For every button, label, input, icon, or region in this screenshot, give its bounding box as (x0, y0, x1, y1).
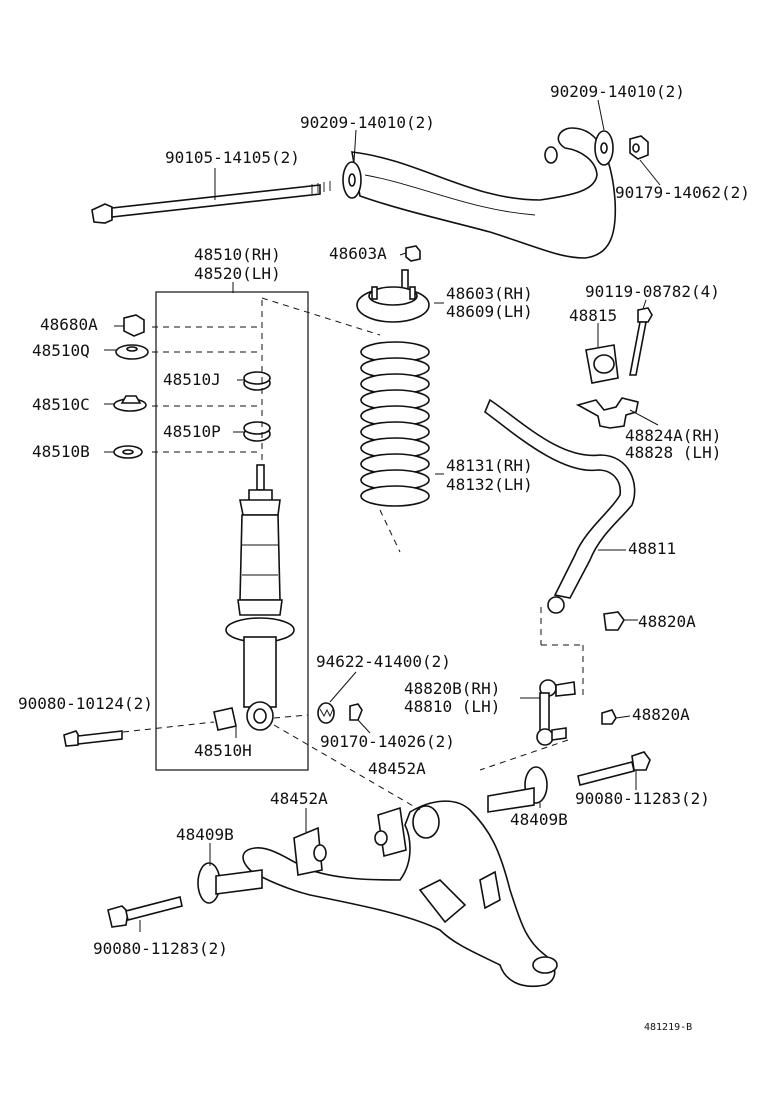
label-48131-rh: 48131(RH) (446, 456, 533, 475)
label-90209-14010-right: 90209-14010(2) (550, 82, 685, 101)
label-48680a: 48680A (40, 315, 98, 334)
label-48510h: 48510H (194, 741, 252, 760)
bushing-48452a-left (293, 826, 327, 876)
bolt-90080-11283-lower (107, 896, 183, 928)
upper-arm-nut (629, 135, 649, 160)
label-90170-14026: 90170-14026(2) (320, 732, 455, 751)
label-48811: 48811 (628, 539, 676, 558)
retainer-48510c (113, 395, 147, 412)
label-48510c: 48510C (32, 395, 90, 414)
label-48815: 48815 (569, 306, 617, 325)
label-48810-lh: 48810 (LH) (404, 697, 500, 716)
label-48603a: 48603A (329, 244, 387, 263)
washer-48510b (113, 445, 143, 459)
upper-arm-washer-right (594, 130, 614, 166)
upper-spring-seat (356, 269, 430, 323)
label-48824a-rh: 48824A(RH) (625, 426, 721, 445)
mount-nut-48603a (405, 245, 421, 262)
shock-absorber (225, 464, 295, 731)
labels: 90209-14010(2) 90209-14010(2) 90105-1410… (18, 82, 750, 1033)
label-48452a-right: 48452A (368, 759, 426, 778)
label-90080-11283-right: 90080-11283(2) (575, 789, 710, 808)
upper-arm-bolt (91, 181, 331, 224)
label-48510j: 48510J (163, 370, 221, 389)
label-94622-41400: 94622-41400(2) (316, 652, 451, 671)
stabilizer-link (536, 679, 576, 746)
stabilizer-bar (484, 398, 636, 614)
washer-94622 (317, 702, 335, 724)
washer-48510q (115, 344, 149, 360)
label-90080-10124: 90080-10124(2) (18, 694, 153, 713)
label-48603-rh: 48603(RH) (446, 284, 533, 303)
diagram-reference-code: 481219-B (644, 1022, 692, 1033)
upper-arm-washer-left (342, 161, 362, 199)
bolt-90119 (629, 307, 653, 376)
bolt-90080-10124 (63, 730, 123, 747)
leader-lines (104, 99, 661, 932)
bushing-48820a-lower (601, 709, 617, 725)
bracket-48824a (575, 397, 639, 429)
shock-assembly-frame (155, 291, 309, 771)
nut-48680a (123, 314, 145, 337)
label-48820a-lower: 48820A (632, 705, 690, 724)
label-48510q: 48510Q (32, 341, 90, 360)
cam-48409b-left (197, 862, 263, 904)
cushion-48510p (243, 421, 271, 442)
guide-lines (122, 297, 401, 733)
coil-spring (360, 341, 430, 507)
label-48510p: 48510P (163, 422, 221, 441)
label-48452a-left: 48452A (270, 789, 328, 808)
bolt-90080-11283-right (577, 751, 651, 786)
nut-90170 (349, 703, 363, 721)
bushing-48452a-right (374, 806, 407, 858)
upper-control-arm (351, 127, 617, 259)
label-48828-lh: 48828 (LH) (625, 443, 721, 462)
cushion-48510j (243, 371, 271, 391)
label-48520-lh: 48520(LH) (194, 264, 281, 283)
label-48510-rh: 48510(RH) (194, 245, 281, 264)
label-48132-lh: 48132(LH) (446, 475, 533, 494)
label-90080-11283-lower: 90080-11283(2) (93, 939, 228, 958)
label-48409b-right: 48409B (510, 810, 568, 829)
label-48609-lh: 48609(LH) (446, 302, 533, 321)
label-48409b-left: 48409B (176, 825, 234, 844)
bushing-48510h (213, 707, 237, 731)
label-90209-14010-left: 90209-14010(2) (300, 113, 435, 132)
label-90179-14062: 90179-14062(2) (615, 183, 750, 202)
label-48510b: 48510B (32, 442, 90, 461)
bushing-48815 (585, 344, 619, 384)
cam-48409b-right (487, 766, 548, 813)
label-90119-08782: 90119-08782(4) (585, 282, 720, 301)
bushing-48820a-upper (603, 611, 625, 631)
label-90105-14105: 90105-14105(2) (165, 148, 300, 167)
label-48820b-rh: 48820B(RH) (404, 679, 500, 698)
stab-dashes (479, 607, 584, 771)
label-48820a-upper: 48820A (638, 612, 696, 631)
